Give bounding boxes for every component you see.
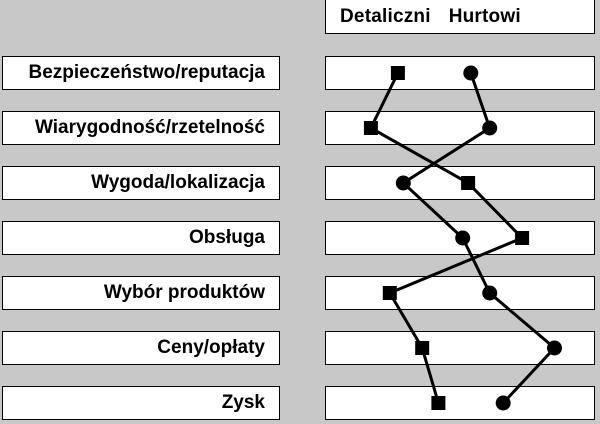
point-detaliczni-6 [431,396,446,410]
value-row-box [325,276,595,310]
category-label: Ceny/opłaty [2,331,280,365]
point-detaliczni-5 [415,341,430,355]
value-row-box [325,166,595,200]
point-hurtowi-5 [547,340,562,356]
point-hurtowi-2 [395,175,411,191]
legend-detaliczni: Detaliczni [340,5,431,27]
point-detaliczni-3 [515,231,530,245]
category-label: Wybór produktów [2,276,280,310]
point-detaliczni-2 [461,176,476,190]
category-label: Bezpieczeństwo/reputacja [2,56,280,90]
point-detaliczni-1 [363,121,378,135]
legend-hurtowi: Hurtowi [448,5,521,27]
category-label: Zysk [2,386,280,420]
point-hurtowi-0 [463,65,479,81]
value-row-box [325,386,595,420]
point-detaliczni-0 [390,66,405,80]
value-row-box [325,56,595,90]
value-row-box [325,331,595,365]
legend: Detaliczni Hurtowi [325,0,595,34]
category-label: Wygoda/lokalizacja [2,166,280,200]
point-hurtowi-6 [495,395,511,411]
point-detaliczni-4 [382,286,397,300]
point-hurtowi-4 [482,285,498,301]
point-hurtowi-1 [482,120,498,136]
series-line-detaliczni [368,72,525,404]
point-hurtowi-3 [455,230,471,246]
category-label: Wiarygodność/rzetelność [2,111,280,145]
category-label: Obsługa [2,221,280,255]
